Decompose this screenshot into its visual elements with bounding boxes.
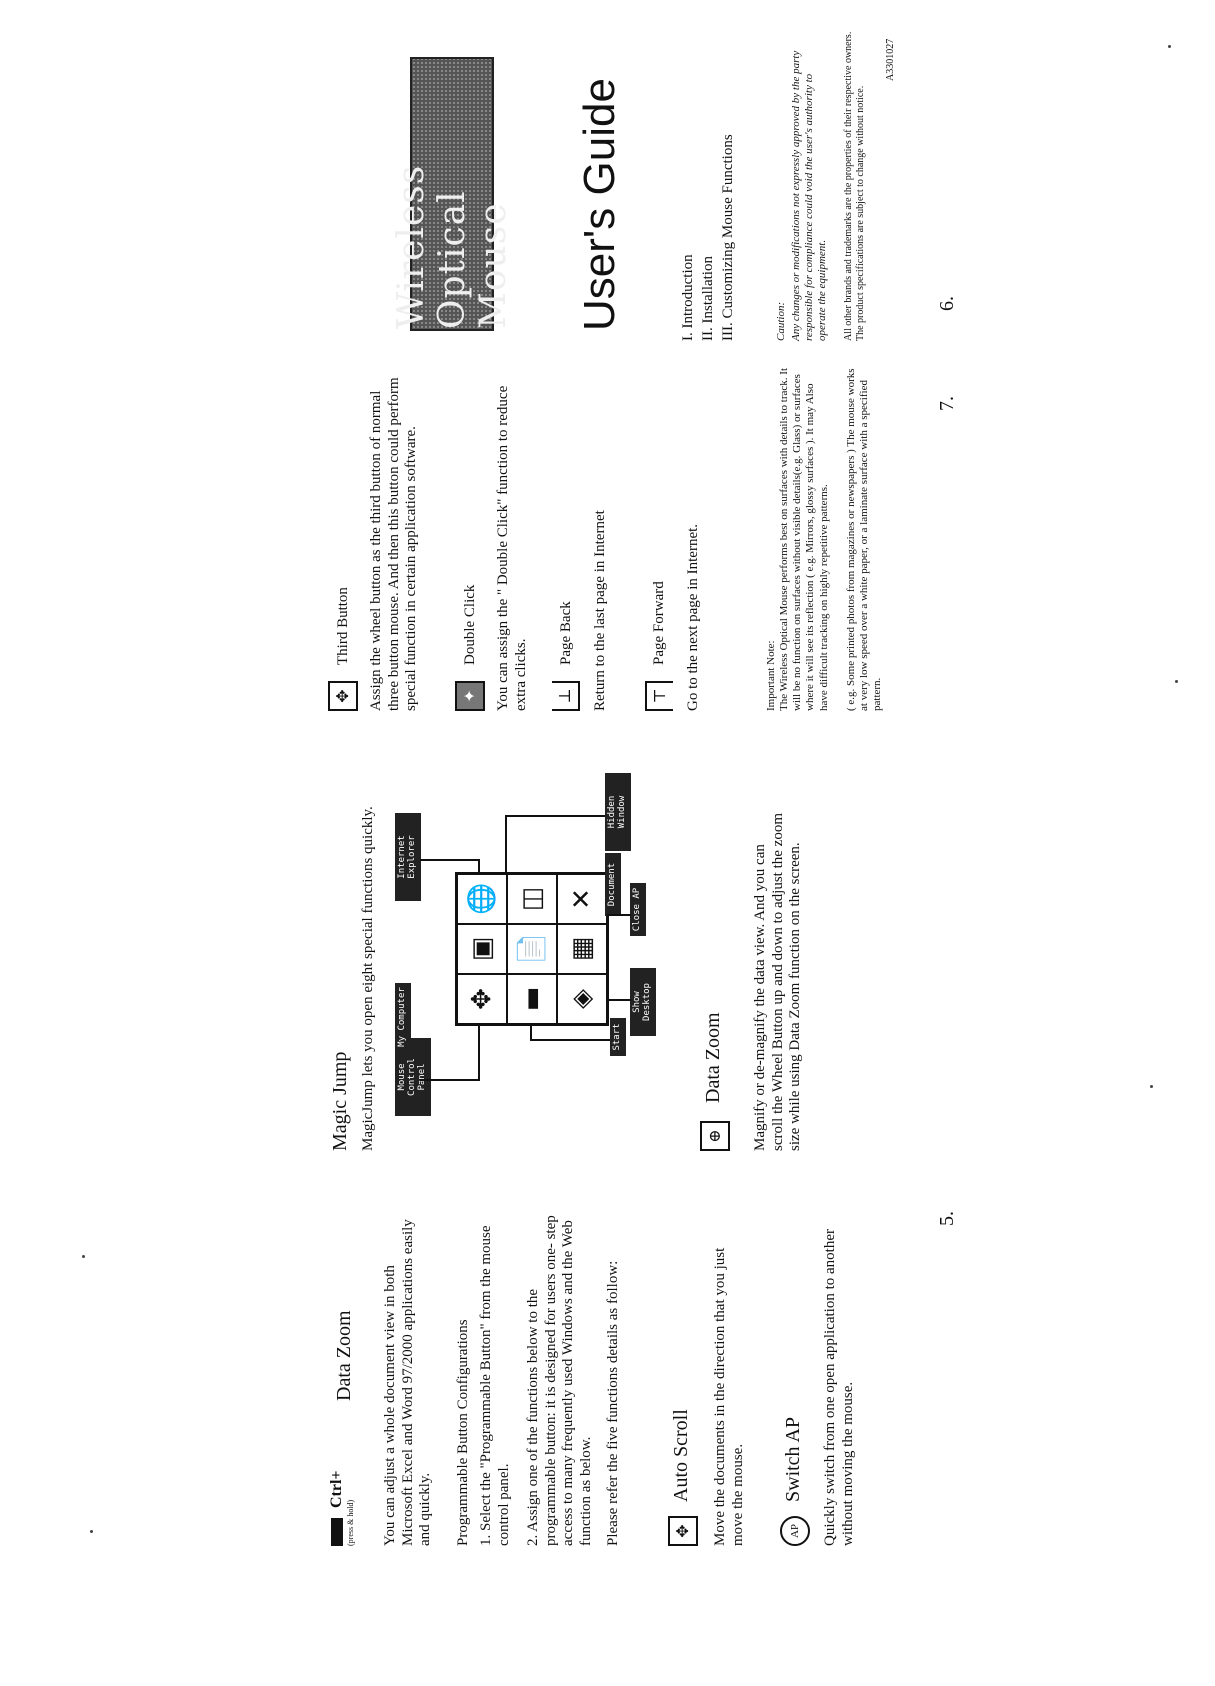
config-step-2: 2. Assign one of the functions below to …: [525, 1215, 595, 1546]
grid-icon-3: 🌐: [457, 874, 507, 924]
panel-cover: Wireless Optical Mouse User's Guide I. I…: [0, 11, 1215, 341]
third-button-row: ✥ Third Button: [328, 587, 358, 711]
caution-text: Any changes or modifications not express…: [790, 50, 829, 341]
refer-text: Please refer the five functions details …: [605, 1260, 621, 1546]
connector-line: [530, 1039, 610, 1041]
wireless-optical-mouse-banner: Wireless Optical Mouse: [391, 57, 514, 331]
connector-line: [607, 999, 631, 1001]
double-click-title: Double Click: [461, 584, 478, 665]
important-note-text: The Wireless Optical Mouse performs best…: [778, 367, 830, 711]
third-button-title: Third Button: [334, 587, 351, 665]
page-forward-title: Page Forward: [650, 581, 667, 665]
double-click-text: You can assign the " Double Click" funct…: [495, 385, 529, 711]
users-guide-title: User's Guide: [575, 78, 624, 331]
data-zoom-2-title: Data Zoom: [701, 1012, 724, 1103]
switch-ap-text: Quickly switch from one open application…: [822, 1229, 856, 1546]
switch-ap-row: AP Switch AP: [780, 1417, 810, 1546]
scan-speck: [90, 1530, 93, 1533]
grid-icon-1: ✥: [457, 974, 507, 1024]
connector-line: [420, 1079, 480, 1081]
page-number-7: 7.: [936, 396, 958, 411]
ctrl-logo-text: Ctrl+: [328, 1470, 345, 1508]
logo-black-box: [331, 1518, 344, 1546]
grid-icon-2: ▣: [457, 924, 507, 974]
label-document: Document: [605, 853, 621, 916]
page-back-title: Page Back: [557, 601, 574, 665]
label-start: Start: [610, 1018, 626, 1056]
page-forward-text: Go to the next page in Internet.: [685, 523, 701, 711]
ctrl-logo-small: (press & hold): [346, 1499, 355, 1546]
label-hidden-window: Hidden Window: [605, 773, 631, 851]
third-button-text: Assign the wheel button as the third but…: [368, 377, 420, 711]
page-forward-row: ⊤ Page Forward: [645, 581, 673, 711]
important-note-heading: Important Note:: [765, 640, 777, 711]
grid-icon-9: ✕: [557, 874, 607, 924]
trademark-text: All other brands and trademarks are the …: [843, 31, 866, 341]
toc-item-1: I. Introduction: [680, 254, 696, 341]
document-code: A3301027: [885, 38, 896, 81]
data-zoom-2-text: Magnify or de-magnify the data view. And…: [752, 813, 804, 1151]
label-internet-explorer: Internet Explorer: [395, 813, 421, 901]
connector-line: [505, 815, 605, 817]
page-back-icon: ⊥: [552, 681, 580, 711]
magic-jump-intro: MagicJump lets you open eight special fu…: [360, 806, 376, 1151]
grid-icon-8: ▦: [557, 924, 607, 974]
scan-speck: [1168, 45, 1171, 48]
third-button-icon: ✥: [328, 681, 358, 711]
ctrl-logo: Ctrl+ (press & hold): [328, 1470, 356, 1546]
scan-speck: [82, 1255, 85, 1258]
magic-jump-grid: ✥ ▣ 🌐 ▬ 📄 ◫ ◈ ▦ ✕: [455, 872, 609, 1026]
panel-data-zoom: Ctrl+ (press & hold) Data Zoom You can a…: [0, 1206, 1215, 1546]
caution-heading: Caution:: [775, 301, 787, 341]
double-click-icon: ✦: [455, 681, 485, 711]
auto-scroll-title: Auto Scroll: [669, 1409, 692, 1502]
scan-speck: [1150, 1085, 1153, 1088]
grid-icon-7: ◈: [557, 974, 607, 1024]
connector-line: [505, 815, 507, 875]
label-show-desktop: Show Desktop: [630, 968, 656, 1036]
label-close-ap: Close AP: [630, 883, 646, 936]
scan-speck: [1175, 680, 1178, 683]
data-zoom-icon: ⊕: [700, 1121, 730, 1151]
double-click-row: ✦ Double Click: [455, 585, 485, 711]
grid-icon-4: ▬: [507, 974, 557, 1024]
switch-ap-icon: AP: [780, 1516, 810, 1546]
magic-jump-title: Magic Jump: [329, 1051, 351, 1151]
grid-icon-6: ◫: [507, 874, 557, 924]
data-zoom-intro: You can adjust a whole document view in …: [382, 1219, 434, 1546]
page-back-row: ⊥ Page Back: [552, 601, 580, 711]
toc-item-3: III. Customizing Mouse Functions: [720, 134, 736, 341]
toc-item-2: II. Installation: [700, 256, 716, 341]
connector-line: [478, 859, 480, 875]
panel-magic-jump: Magic Jump MagicJump lets you open eight…: [0, 296, 1215, 1151]
grid-icon-5: 📄: [507, 924, 557, 974]
panel-button-functions: ✥ Third Button Assign the wheel button a…: [0, 351, 1215, 711]
connector-line: [478, 1025, 480, 1081]
switch-ap-title: Switch AP: [781, 1416, 804, 1502]
label-my-computer: My Computer: [395, 983, 411, 1051]
connector-line: [420, 859, 480, 861]
auto-scroll-text: Move the documents in the direction that…: [712, 1247, 746, 1546]
page-back-text: Return to the last page in Internet: [592, 510, 608, 711]
config-step-1: 1. Select the "Programmable Button" from…: [478, 1225, 512, 1546]
data-zoom-row: ⊕ Data Zoom: [700, 1012, 730, 1151]
connector-line: [607, 914, 631, 916]
data-zoom-title: Data Zoom: [333, 1310, 355, 1401]
page-number-5: 5.: [936, 1211, 958, 1226]
page-forward-icon: ⊤: [645, 681, 673, 711]
config-heading: Programmable Button Configurations: [455, 1319, 471, 1546]
important-note-text-2: ( e.g. Some printed photos from magazine…: [845, 368, 884, 711]
auto-scroll-icon: ✥: [668, 1516, 698, 1546]
auto-scroll-row: ✥ Auto Scroll: [668, 1409, 698, 1546]
